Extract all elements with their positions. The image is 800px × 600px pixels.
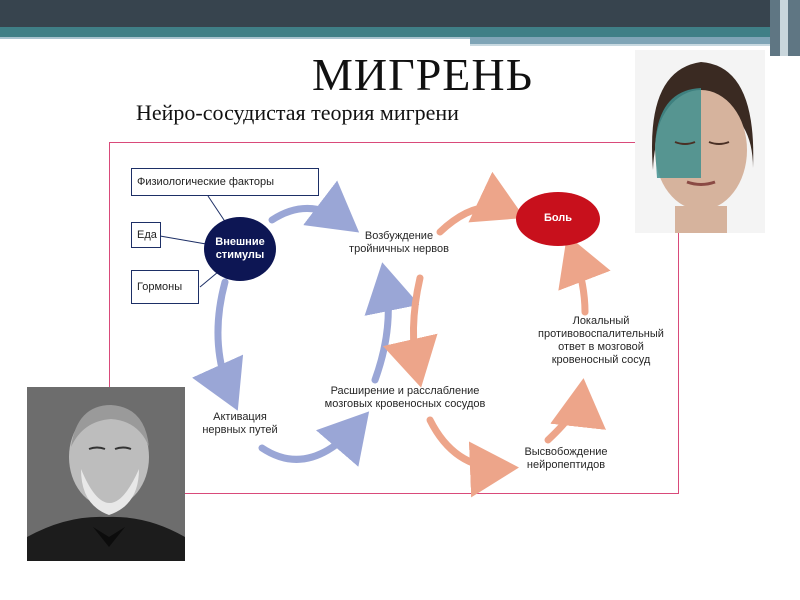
factor-box-hormones: Гормоны — [131, 270, 199, 304]
woman-migraine-photo — [635, 50, 765, 233]
slide-header-bar — [0, 0, 800, 56]
external-stimuli-node — [204, 217, 276, 281]
external-stimuli-label: Внешние стимулы — [215, 236, 265, 261]
factor-box-food: Еда — [131, 222, 161, 248]
bearded-man-portrait — [27, 387, 185, 561]
local-response-label: Локальный противовоспалительный ответ в … — [538, 315, 664, 366]
activation-label: Активация нервных путей — [202, 411, 278, 436]
salmon-arrows — [382, 171, 611, 498]
pain-node — [516, 192, 600, 246]
factor-box-physiological: Физиологические факторы — [131, 168, 319, 196]
pain-label: Боль — [543, 212, 573, 224]
slide-title: МИГРЕНЬ — [311, 49, 534, 100]
trigeminal-label: Возбуждение тройничных нервов — [349, 230, 449, 255]
blue-arrows — [192, 180, 420, 467]
neuropeptides-label: Высвобождение нейропептидов — [524, 446, 608, 471]
slide-subtitle: Нейро-сосудистая теория мигрени — [136, 100, 459, 125]
dilation-label: Расширение и расслабление мозговых крове… — [324, 385, 486, 410]
